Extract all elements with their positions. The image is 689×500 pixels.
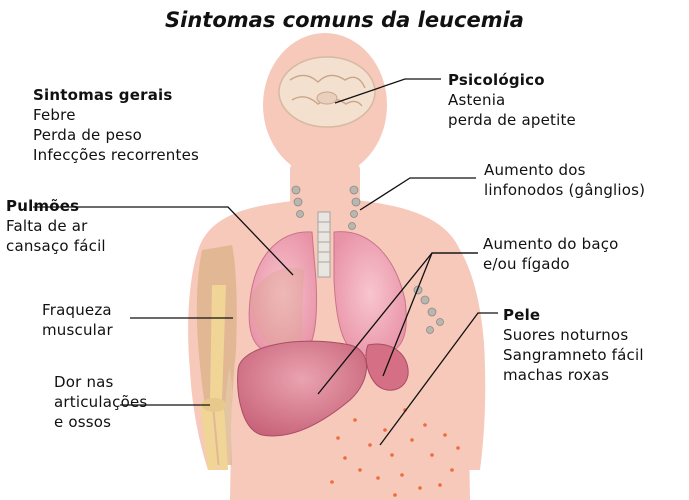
label-psychological: Psicológico Astenia perda de apetite: [448, 70, 576, 130]
arm-anatomy: [196, 245, 237, 470]
skin-spots: [330, 408, 460, 497]
item-easy-bleeding: Sangramneto fácil: [503, 346, 644, 364]
label-skin: Pele Suores noturnos Sangramneto fácil m…: [503, 305, 644, 385]
item-asthenia: Astenia: [448, 91, 506, 109]
item-enlarged: Aumento dos: [484, 161, 586, 179]
heading-general: Sintomas gerais: [33, 86, 173, 104]
item-appetite-loss: perda de apetite: [448, 111, 576, 129]
item-purple-spots: machas roxas: [503, 366, 610, 384]
label-lungs: Pulmões Falta de ar cansaço fácil: [6, 196, 106, 256]
label-muscle-weakness: Fraqueza muscular: [42, 300, 113, 340]
trachea: [317, 211, 331, 278]
item-night-sweats: Suores noturnos: [503, 326, 629, 344]
item-weakness: Fraqueza: [42, 301, 112, 319]
item-lymph-nodes: linfonodos (gânglios): [484, 181, 646, 199]
heading-psychological: Psicológico: [448, 71, 545, 89]
diagram-title: Sintomas comuns da leucemia: [165, 8, 524, 32]
item-easy-fatigue: cansaço fácil: [6, 237, 106, 255]
heading-lungs: Pulmões: [6, 197, 80, 215]
item-recurrent-infections: Infecções recorrentes: [33, 146, 200, 164]
heading-skin: Pele: [503, 306, 541, 324]
item-weight-loss: Perda de peso: [33, 126, 142, 144]
leader-lines: [33, 78, 498, 446]
item-fever: Febre: [33, 106, 76, 124]
item-shortness-of-breath: Falta de ar: [6, 217, 88, 235]
label-spleen-liver: Aumento do baço e/ou fígado: [483, 234, 619, 274]
brain-illustration: [278, 56, 376, 128]
label-lymph-nodes: Aumento dos linfonodos (gânglios): [484, 160, 645, 200]
lymph-nodes: [291, 185, 444, 334]
label-general-symptoms: Sintomas gerais Febre Perda de peso Infe…: [33, 85, 199, 165]
item-bones: e ossos: [54, 413, 112, 431]
item-pain-in: Dor nas: [54, 373, 114, 391]
label-joint-pain: Dor nas articulações e ossos: [54, 372, 147, 432]
item-enlarged-spleen: Aumento do baço: [483, 235, 619, 253]
item-or-liver: e/ou fígado: [483, 255, 570, 273]
item-joints: articulações: [54, 393, 148, 411]
item-muscular: muscular: [42, 321, 113, 339]
lungs: [248, 231, 407, 357]
